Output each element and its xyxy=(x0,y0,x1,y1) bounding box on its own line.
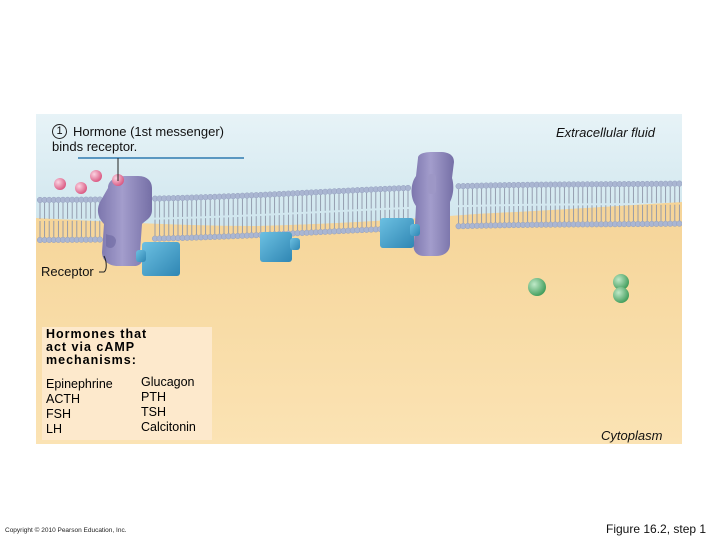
green-molecule xyxy=(613,287,629,303)
step-text-line2: binds receptor. xyxy=(52,139,138,154)
hormone-molecule xyxy=(54,178,66,190)
hormone-item: TSH xyxy=(141,405,166,419)
bound-hormone-molecule xyxy=(112,174,124,186)
hormone-title-line: act via cAMP xyxy=(46,340,136,354)
receptor-protein-1 xyxy=(97,176,152,266)
hormone-molecule xyxy=(75,182,87,194)
plasma-membrane xyxy=(37,180,682,243)
hormone-item: ACTH xyxy=(46,392,81,406)
g-protein-1 xyxy=(136,242,180,276)
receptor-protein-2 xyxy=(411,152,454,256)
hormone-item: PTH xyxy=(141,390,166,404)
step-text-line1: Hormone (1st messenger) xyxy=(73,124,224,139)
hormone-title-line: mechanisms: xyxy=(46,353,137,367)
hormone-list-box: Hormones that act via cAMP mechanisms: E… xyxy=(42,327,212,440)
hormone-item: Glucagon xyxy=(141,375,195,389)
hormone-item: Calcitonin xyxy=(141,420,196,434)
step-1-label: 1 Hormone (1st messenger) binds receptor. xyxy=(52,124,224,154)
figure-caption: Figure 16.2, step 1 xyxy=(606,522,707,536)
green-molecule xyxy=(528,278,546,296)
cytoplasm-label: Cytoplasm xyxy=(601,428,663,443)
hormone-item: Epinephrine xyxy=(46,377,113,391)
hormone-item: LH xyxy=(46,422,62,436)
receptor-label: Receptor xyxy=(41,264,94,279)
step-number-badge: 1 xyxy=(52,124,67,139)
hormone-list-title: Hormones that act via cAMP mechanisms: xyxy=(46,328,212,367)
hormone-column-2: Glucagon PTH TSH Calcitonin xyxy=(141,375,196,435)
g-protein-3 xyxy=(380,218,420,248)
hormone-molecule xyxy=(90,170,102,182)
copyright-notice: Copyright © 2010 Pearson Education, Inc. xyxy=(5,527,127,534)
hormone-column-1: Epinephrine ACTH FSH LH xyxy=(46,377,113,437)
extracellular-fluid-label: Extracellular fluid xyxy=(556,125,655,140)
hormone-title-line: Hormones that xyxy=(46,327,148,341)
hormone-item: FSH xyxy=(46,407,71,421)
g-protein-2 xyxy=(260,232,300,262)
green-molecule xyxy=(613,274,629,290)
